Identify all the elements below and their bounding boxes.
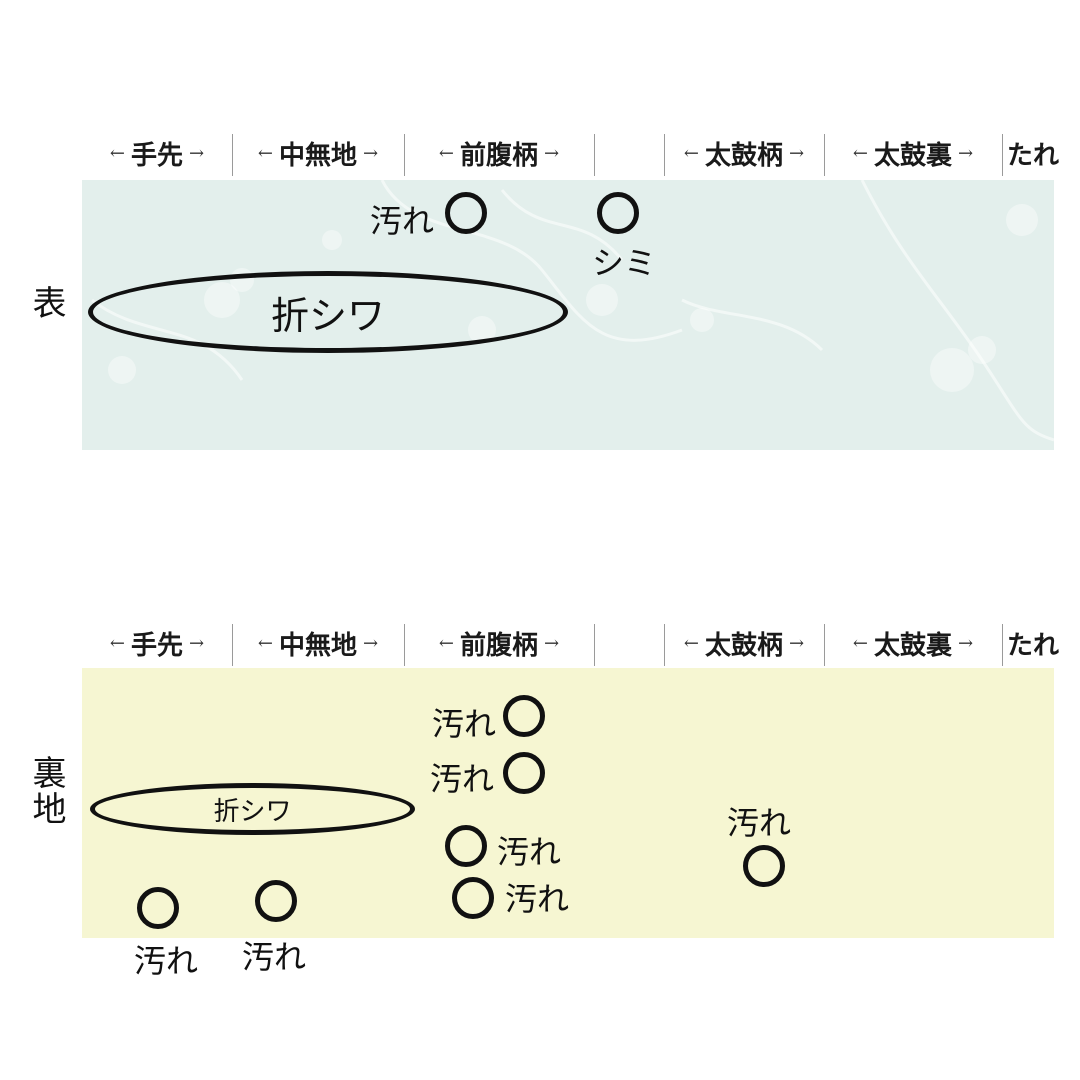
header-segment-taikogara: ← 太鼓柄 →: [664, 620, 824, 666]
stain-label: 汚れ: [134, 942, 199, 980]
divider: [404, 624, 405, 666]
right-arrow-icon: →: [363, 632, 379, 654]
segment-label: 太鼓柄: [704, 140, 783, 171]
right-arrow-icon: →: [789, 632, 805, 654]
header-segment-blank: [594, 130, 664, 176]
stain-label: 汚れ: [497, 833, 562, 871]
header-segment-maehara: ← 前腹柄 →: [404, 620, 594, 666]
stain-label: 汚れ: [505, 880, 570, 918]
stain-marker: [445, 192, 487, 234]
stain-marker: [445, 825, 487, 867]
segment-label: 前腹柄: [459, 630, 538, 661]
right-arrow-icon: →: [789, 142, 805, 164]
stain-label: 汚れ: [727, 804, 792, 842]
divider: [1002, 134, 1003, 176]
stain-marker: [255, 880, 297, 922]
right-arrow-icon: →: [189, 632, 205, 654]
stain-marker: [452, 877, 494, 919]
segment-label: 太鼓裏: [873, 140, 952, 171]
right-arrow-icon: →: [189, 142, 205, 164]
stain-marker: [503, 695, 545, 737]
stain-label: 汚れ: [432, 705, 497, 743]
side-label-ura: 裏地: [26, 755, 66, 827]
left-arrow-icon: ←: [109, 142, 125, 164]
divider: [1002, 624, 1003, 666]
segment-label: 中無地: [278, 140, 357, 171]
left-arrow-icon: ←: [109, 632, 125, 654]
divider: [664, 624, 665, 666]
left-arrow-icon: ←: [852, 632, 868, 654]
right-arrow-icon: →: [958, 632, 974, 654]
header-segment-taikoura: ← 太鼓裏 →: [824, 620, 1002, 666]
header-segment-maehara: ← 前腹柄 →: [404, 130, 594, 176]
segment-label: 手先: [130, 630, 183, 661]
segment-label: 手先: [130, 140, 183, 171]
left-arrow-icon: ←: [257, 632, 273, 654]
right-arrow-icon: →: [363, 142, 379, 164]
divider: [824, 134, 825, 176]
crease-label: 折シワ: [213, 796, 292, 827]
left-arrow-icon: ←: [257, 142, 273, 164]
divider: [824, 624, 825, 666]
left-arrow-icon: ←: [852, 142, 868, 164]
segment-label: たれ: [1006, 140, 1059, 171]
shimi-label: シミ: [592, 244, 657, 282]
divider: [594, 134, 595, 176]
right-arrow-icon: →: [958, 142, 974, 164]
left-arrow-icon: ←: [438, 632, 454, 654]
segment-label: 前腹柄: [459, 140, 538, 171]
right-arrow-icon: →: [544, 142, 560, 164]
stain-marker: [743, 845, 785, 887]
stain-label: 汚れ: [370, 202, 435, 240]
divider: [232, 624, 233, 666]
header-segment-taikogara: ← 太鼓柄 →: [664, 130, 824, 176]
crease-label: 折シワ: [270, 293, 385, 338]
stain-marker: [137, 887, 179, 929]
stain-label: 汚れ: [242, 938, 307, 976]
header-segment-tesaki: ← 手先 →: [82, 130, 232, 176]
segment-label: 中無地: [278, 630, 357, 661]
left-arrow-icon: ←: [438, 142, 454, 164]
header-segment-taikoura: ← 太鼓裏 →: [824, 130, 1002, 176]
header-segment-blank: [594, 620, 664, 666]
header-segment-tesaki: ← 手先 →: [82, 620, 232, 666]
header-segment-tare: たれ: [1004, 130, 1062, 176]
crease-marker: 折シワ: [88, 271, 568, 353]
header-segment-chumuji: ← 中無地 →: [232, 620, 404, 666]
section-header: ← 手先 → ← 中無地 → ← 前腹柄 → ← 太鼓柄 → ← 太鼓裏: [82, 620, 1062, 666]
divider: [232, 134, 233, 176]
crease-marker: 折シワ: [90, 783, 415, 835]
divider: [404, 134, 405, 176]
shimi-marker: [597, 192, 639, 234]
section-header: ← 手先 → ← 中無地 → ← 前腹柄 → ← 太鼓柄 → ← 太鼓裏: [82, 130, 1062, 176]
omote-panel: ← 手先 → ← 中無地 → ← 前腹柄 → ← 太鼓柄 → ← 太鼓裏: [26, 130, 1062, 450]
stain-marker: [503, 752, 545, 794]
side-label-omote: 表: [26, 285, 66, 321]
segment-label: 太鼓裏: [873, 630, 952, 661]
stain-label: 汚れ: [430, 760, 495, 798]
left-arrow-icon: ←: [683, 142, 699, 164]
segment-label: 太鼓柄: [704, 630, 783, 661]
header-segment-chumuji: ← 中無地 →: [232, 130, 404, 176]
divider: [664, 134, 665, 176]
segment-label: たれ: [1006, 630, 1059, 661]
right-arrow-icon: →: [544, 632, 560, 654]
divider: [594, 624, 595, 666]
header-segment-tare: たれ: [1004, 620, 1062, 666]
ura-panel: ← 手先 → ← 中無地 → ← 前腹柄 → ← 太鼓柄 → ← 太鼓裏: [0, 490, 1080, 1030]
left-arrow-icon: ←: [683, 632, 699, 654]
